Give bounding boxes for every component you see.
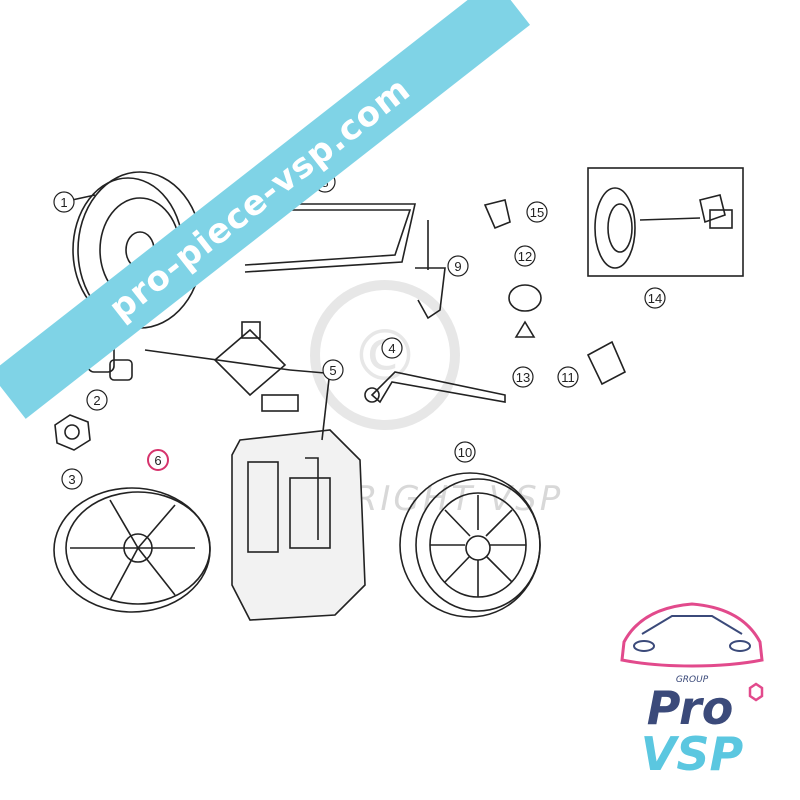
callout-5: 5: [322, 359, 344, 381]
part-4-wheel-wrench: [364, 371, 506, 404]
part-3-nut: [54, 414, 91, 451]
scissor-jack: [144, 321, 326, 412]
pro-vsp-logo: GROUP Pro VSP: [620, 602, 764, 780]
part-13-emblem: [514, 320, 536, 338]
part-9-hook: [415, 220, 446, 320]
callout-9: 9: [447, 255, 469, 277]
svg-text:6: 6: [154, 453, 161, 468]
svg-text:2: 2: [93, 393, 100, 408]
svg-text:15: 15: [530, 205, 544, 220]
hex-nut-icon: [748, 682, 764, 702]
callout-10: 10: [454, 441, 476, 463]
callout-13: 13: [512, 366, 534, 388]
part-11-cap: [586, 340, 627, 386]
callout-1: 1: [53, 191, 75, 213]
svg-text:14: 14: [648, 291, 662, 306]
svg-text:13: 13: [516, 370, 530, 385]
svg-text:12: 12: [518, 249, 532, 264]
watermark-symbol: ©: [350, 315, 420, 397]
callout-6: 6: [147, 449, 169, 471]
callout-15: 15: [526, 201, 548, 223]
callout-3: 3: [61, 468, 83, 490]
part-14-locking-set: [587, 167, 744, 277]
car-outline-icon: [620, 602, 764, 668]
svg-text:3: 3: [68, 472, 75, 487]
svg-text:11: 11: [561, 370, 575, 385]
svg-text:5: 5: [329, 363, 336, 378]
part-10-alloy-wheel: [399, 472, 541, 618]
svg-text:1: 1: [60, 195, 67, 210]
callout-2: 2: [86, 389, 108, 411]
part-6-hubcap: [53, 487, 211, 613]
svg-text:9: 9: [454, 259, 461, 274]
callout-14: 14: [644, 287, 666, 309]
logo-line2: VSP: [641, 727, 744, 780]
svg-text:10: 10: [458, 445, 472, 460]
callout-4: 4: [381, 337, 403, 359]
part-8-rod: [244, 203, 416, 273]
part-5-tool-tray: [231, 369, 366, 621]
logo-tagline: GROUP: [676, 675, 709, 685]
callout-12: 12: [514, 245, 536, 267]
svg-text:4: 4: [388, 341, 395, 356]
copyright-watermark: ©: [310, 280, 460, 430]
part-15-clip: [483, 199, 511, 230]
logo-line1: Pro: [647, 681, 734, 735]
part-12-plug: [508, 284, 542, 312]
callout-11: 11: [557, 366, 579, 388]
